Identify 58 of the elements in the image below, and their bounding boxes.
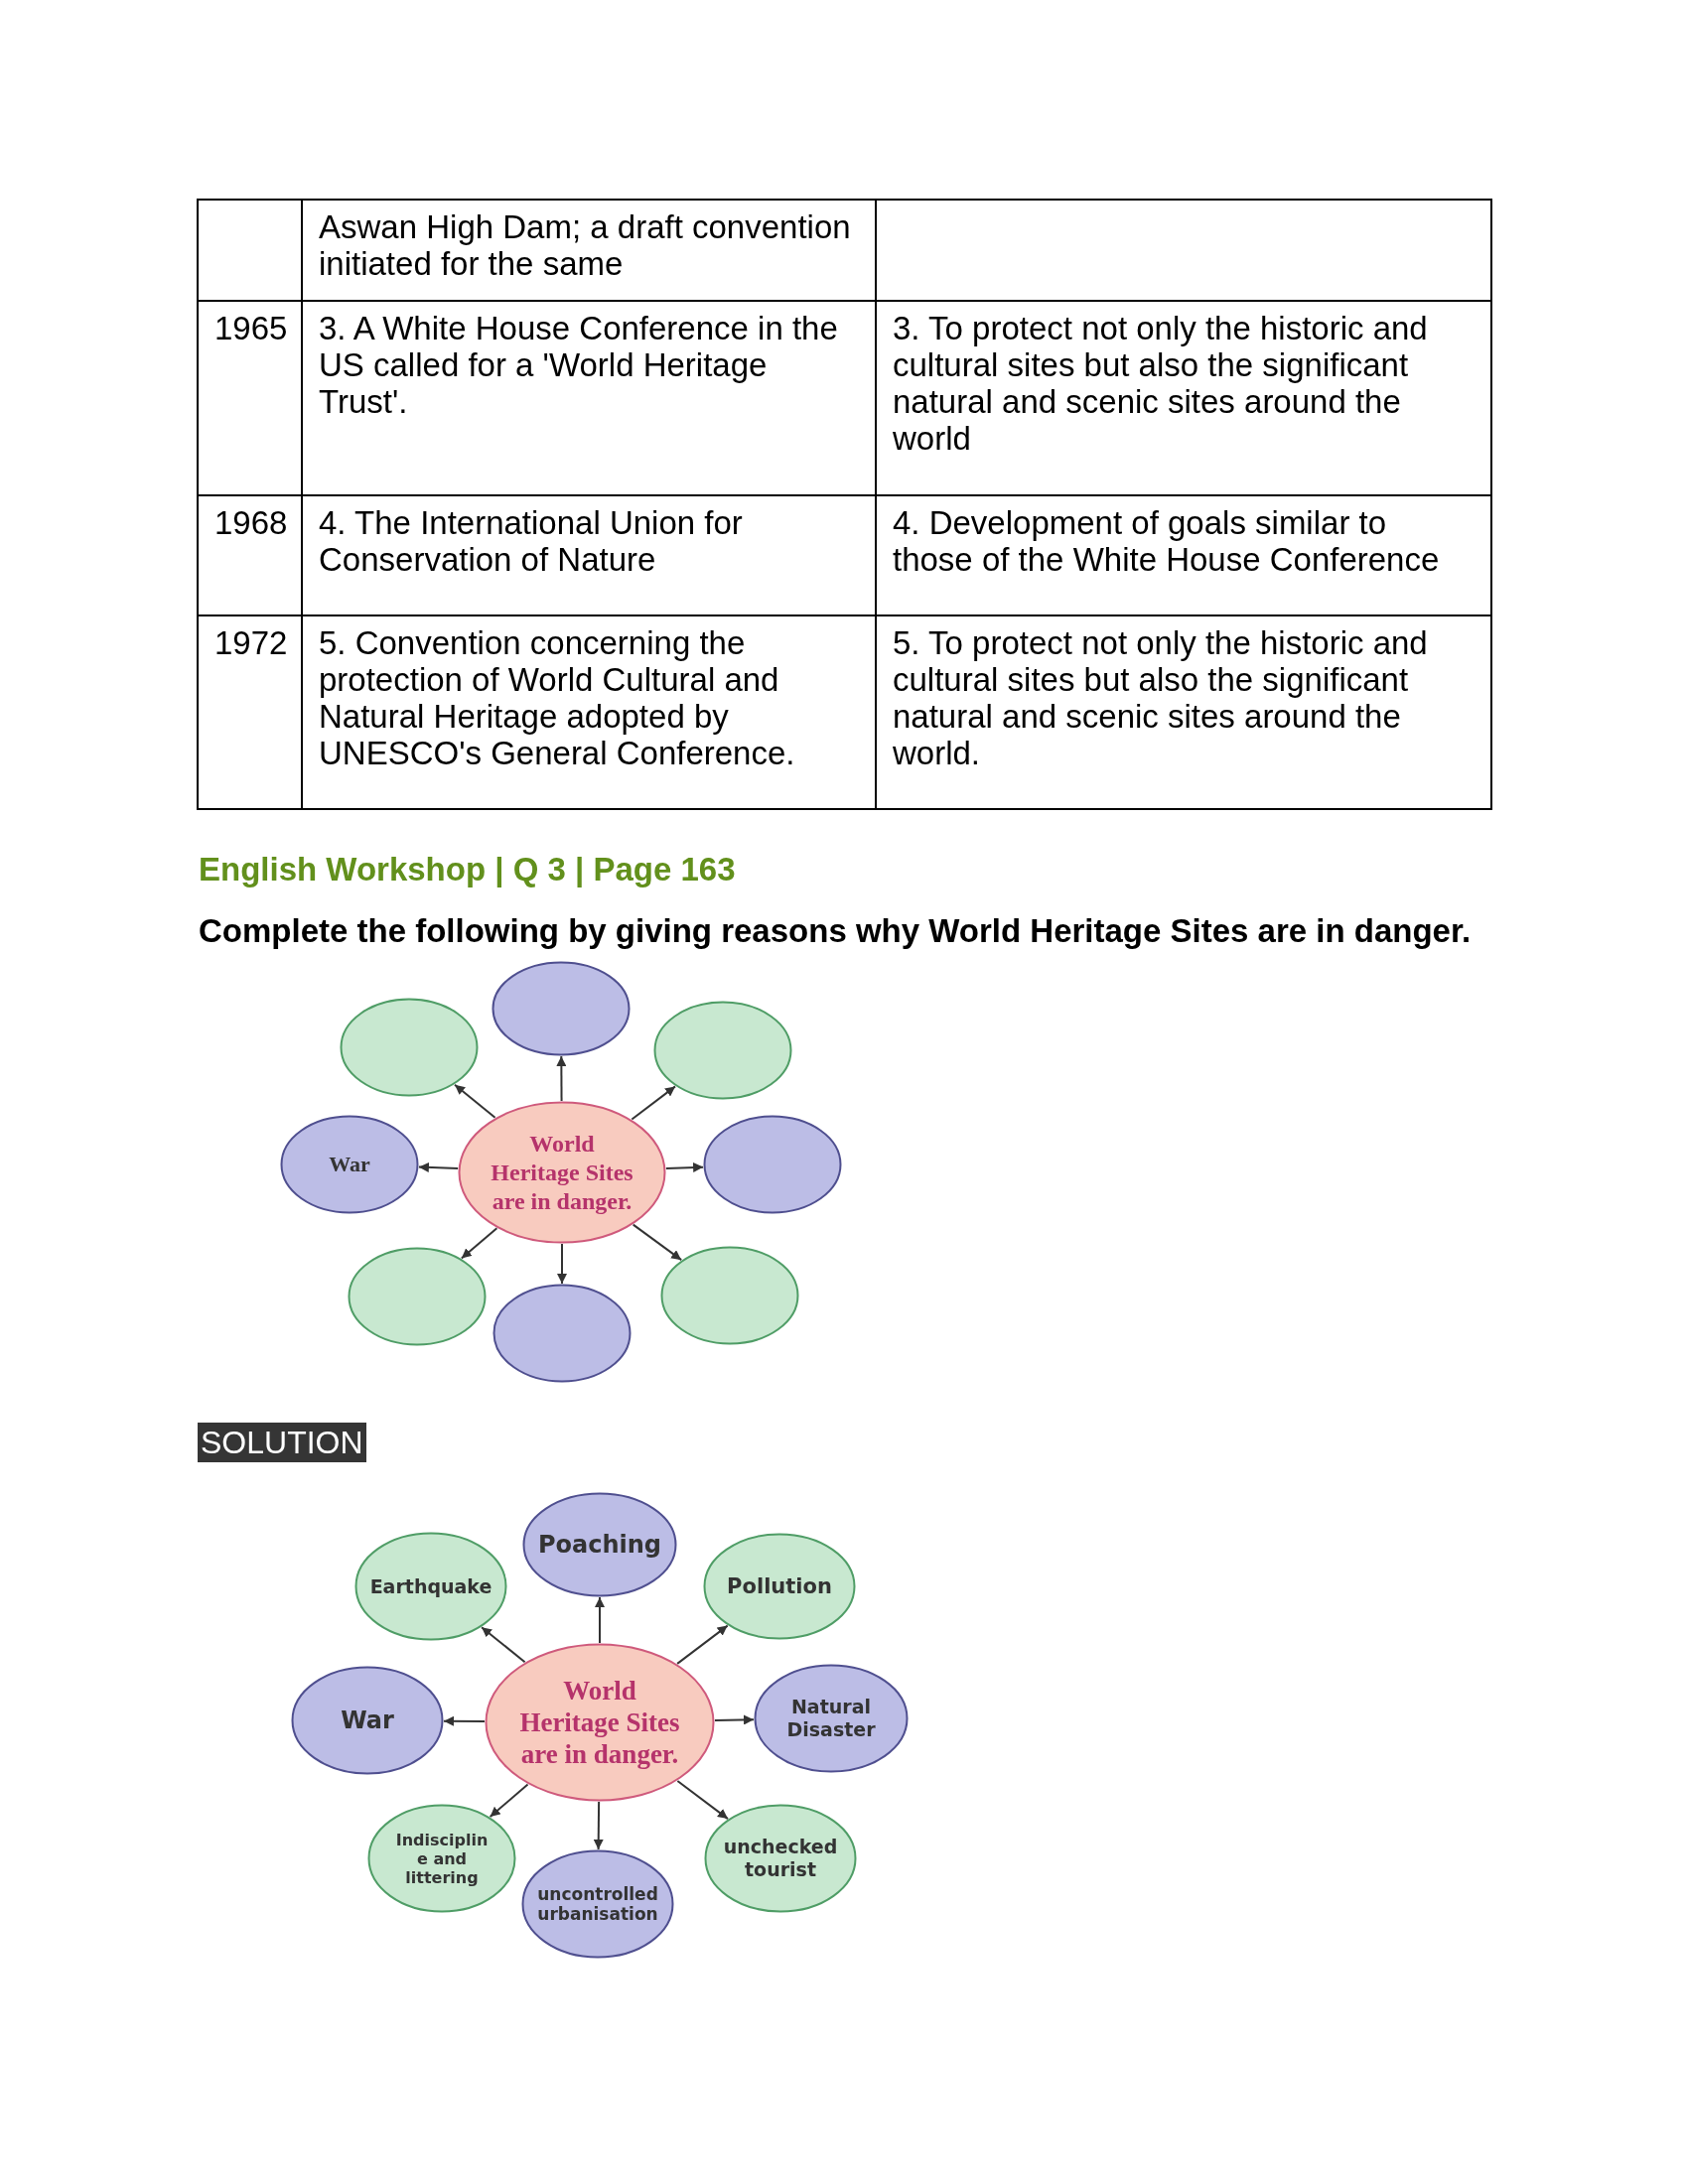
event-text: 5. Convention concerning the protection of World Cultural and Natural Heritage adopted by UNESCO's General Conference.: [319, 624, 795, 771]
purpose-text: 3. To protect not only the historic and cultural sites but also the significant natural and scenic sites around the world: [893, 310, 1428, 457]
blank-ellipse: [492, 961, 631, 1056]
event-text: Aswan High Dam; a draft convention initiated for the same: [319, 208, 851, 282]
cause-ellipse: [704, 1804, 857, 1913]
cause-label: War: [341, 1706, 394, 1735]
arrow: [632, 1223, 683, 1262]
cause-ellipse: [367, 1804, 516, 1913]
arrow: [713, 1714, 755, 1725]
blank-ellipse: [492, 1284, 632, 1383]
cause-ellipse: [521, 1849, 674, 1959]
arrow: [631, 1085, 677, 1121]
section-heading: English Workshop | Q 3 | Page 163: [199, 851, 736, 888]
cause-label: unchecked tourist: [722, 1836, 839, 1881]
cause-ellipse: [291, 1666, 444, 1775]
arrow: [417, 1162, 460, 1172]
cause-label: Indisciplin e and littering: [394, 1830, 490, 1887]
center-ellipse: [458, 1101, 666, 1244]
question-text: Complete the following by giving reasons why World Heritage Sites are in danger.: [199, 912, 1472, 950]
arrow: [593, 1801, 604, 1850]
arrow: [443, 1715, 486, 1726]
arrow: [557, 1243, 567, 1285]
year-label: 1965: [214, 310, 288, 346]
year-label: 1968: [214, 504, 288, 541]
solution-label: SOLUTION: [198, 1423, 366, 1462]
event-text: 4. The International Union for Conservation of Nature: [319, 504, 743, 578]
blank-ellipse: [340, 998, 479, 1097]
arrow: [595, 1596, 605, 1644]
center-ellipse: [485, 1643, 715, 1802]
blank-ellipse: [703, 1115, 842, 1214]
cause-label: Pollution: [727, 1573, 832, 1599]
cause-label: Earthquake: [369, 1574, 492, 1598]
center-text: World Heritage Sites are in danger.: [518, 1675, 681, 1770]
blank-ellipse: [653, 1001, 792, 1100]
arrow: [676, 1780, 729, 1821]
purpose-text: 5. To protect not only the historic and cultural sites but also the significant natural and scenic sites around the world.: [893, 624, 1428, 771]
purpose-text: 4. Development of goals similar to those of the White House Conference: [893, 504, 1440, 578]
blank-ellipse: [660, 1246, 799, 1345]
arrow: [481, 1626, 526, 1664]
cause-ellipse: [280, 1115, 419, 1214]
year-label: 1972: [214, 624, 288, 661]
arrow: [664, 1162, 705, 1172]
cause-ellipse: [522, 1492, 677, 1597]
cause-ellipse: [754, 1664, 909, 1773]
arrow: [676, 1624, 729, 1665]
arrow: [556, 1055, 567, 1102]
cause-ellipse: [703, 1533, 856, 1640]
blank-ellipse: [348, 1247, 487, 1346]
arrow: [454, 1083, 496, 1119]
center-text: World Heritage Sites are in danger.: [490, 1129, 634, 1216]
cause-label: Natural Disaster: [785, 1696, 877, 1741]
cause-ellipse: [354, 1532, 507, 1641]
arrow: [489, 1783, 529, 1819]
event-text: 3. A White House Conference in the US called for a 'World Heritage Trust'.: [319, 310, 838, 420]
cause-label: uncontrolled urbanisation: [536, 1884, 659, 1924]
cause-label: Poaching: [537, 1530, 662, 1560]
cause-label: War: [329, 1152, 370, 1177]
arrow: [460, 1227, 498, 1260]
